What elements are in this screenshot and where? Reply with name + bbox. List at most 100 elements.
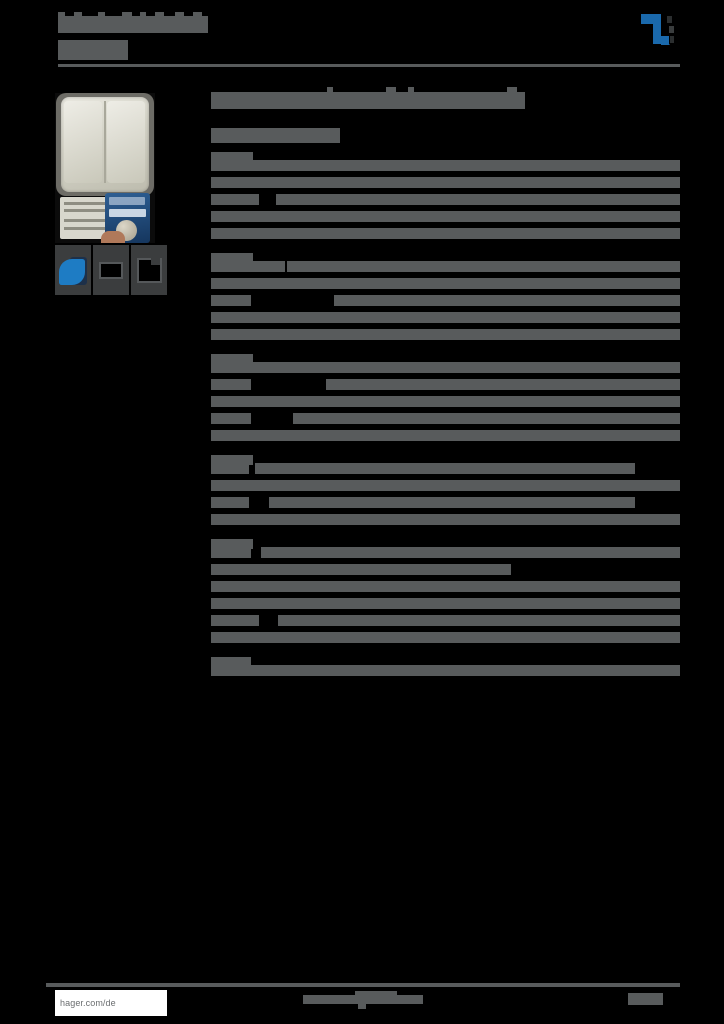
spec-row-label bbox=[211, 598, 274, 609]
section-label bbox=[211, 253, 253, 263]
spec-row-value bbox=[211, 564, 511, 575]
spec-row-label bbox=[211, 261, 285, 272]
footer-divider bbox=[46, 983, 680, 987]
header-title-ascender bbox=[140, 12, 146, 17]
spec-row-label bbox=[211, 632, 274, 643]
page-title bbox=[211, 92, 525, 109]
thumbnail-2[interactable] bbox=[93, 245, 129, 295]
section-label bbox=[211, 455, 253, 465]
spec-row-value bbox=[261, 547, 680, 558]
spec-row-label bbox=[211, 194, 259, 205]
spec-row-label bbox=[211, 362, 274, 373]
battery-brand-label bbox=[109, 209, 146, 217]
spec-row-label bbox=[211, 665, 274, 676]
footer-url-box[interactable]: hager.com/de bbox=[55, 990, 167, 1016]
header-divider bbox=[58, 64, 680, 67]
header-title-ascender bbox=[74, 12, 82, 17]
section-label bbox=[211, 152, 253, 162]
spec-row-label bbox=[211, 430, 274, 441]
spec-row-value bbox=[211, 514, 680, 525]
header-title-ascender bbox=[155, 12, 164, 17]
spec-row-label bbox=[211, 312, 266, 323]
thumbnail-2-shape bbox=[99, 262, 123, 279]
spec-row-value bbox=[326, 379, 680, 390]
label-line bbox=[64, 202, 108, 205]
label-line bbox=[64, 227, 108, 230]
battery-pack-header bbox=[109, 197, 145, 205]
spec-row-label bbox=[211, 228, 274, 239]
spec-row-value bbox=[255, 463, 635, 474]
spec-row-value bbox=[211, 228, 680, 239]
spec-row-label bbox=[211, 480, 249, 491]
label-line bbox=[64, 209, 108, 212]
page-title-ascender bbox=[408, 87, 414, 93]
spec-row-label bbox=[211, 379, 251, 390]
battery-blister-pack bbox=[101, 193, 150, 243]
header-title-ascender bbox=[58, 12, 65, 17]
product-photo bbox=[55, 93, 155, 243]
page-title-ascender bbox=[327, 87, 333, 93]
spec-row-value bbox=[211, 278, 680, 289]
footer-note bbox=[303, 995, 423, 1004]
spec-row-value bbox=[269, 497, 635, 508]
spec-row-label bbox=[211, 278, 251, 289]
spec-row-label bbox=[211, 514, 249, 525]
header-title-ascender bbox=[98, 12, 105, 17]
thumbnail-3-shape bbox=[137, 258, 162, 283]
spec-row-label bbox=[211, 463, 249, 474]
spec-row-value bbox=[287, 261, 680, 272]
spec-row-value bbox=[211, 598, 680, 609]
header-title-line2 bbox=[58, 40, 128, 60]
spec-row-value bbox=[211, 362, 680, 373]
spec-row-label bbox=[211, 329, 274, 340]
spec-row-label bbox=[211, 295, 251, 306]
spec-row-value bbox=[211, 581, 680, 592]
spec-row-value bbox=[211, 396, 680, 407]
label-line bbox=[64, 219, 108, 222]
spec-row-label bbox=[211, 160, 274, 171]
page-title-ascender bbox=[386, 87, 396, 93]
spec-row-label bbox=[211, 497, 249, 508]
spec-row-value bbox=[211, 177, 680, 188]
spec-row-value bbox=[211, 160, 680, 171]
spec-row-label bbox=[211, 177, 274, 188]
footer-note-line2 bbox=[355, 991, 397, 996]
footer-note-descender bbox=[358, 1004, 366, 1009]
header-title-ascender bbox=[193, 12, 202, 17]
section-label bbox=[211, 354, 253, 364]
page-subtitle bbox=[211, 128, 340, 143]
section-label bbox=[211, 657, 251, 667]
spec-row-label bbox=[211, 413, 251, 424]
thumbnail-3-notch bbox=[151, 256, 160, 265]
spec-row-value bbox=[293, 413, 680, 424]
label-strip bbox=[60, 197, 112, 239]
spec-row-value bbox=[211, 480, 680, 491]
page-title-ascender bbox=[507, 87, 517, 93]
spec-row-value bbox=[211, 211, 680, 222]
spec-row-value bbox=[211, 430, 680, 441]
switch-rocker-right bbox=[107, 101, 145, 183]
spec-row-label bbox=[211, 581, 274, 592]
section-label bbox=[211, 539, 253, 549]
spec-row-value bbox=[276, 194, 680, 205]
spec-row-value bbox=[334, 295, 680, 306]
footer-page-number bbox=[628, 993, 663, 1005]
thumbnail-strip bbox=[55, 245, 167, 295]
hager-logo-icon bbox=[637, 12, 681, 52]
spec-row-label bbox=[211, 615, 259, 626]
spec-row-label bbox=[211, 396, 274, 407]
header-title-ascender bbox=[122, 12, 132, 17]
spec-row-value bbox=[211, 312, 680, 323]
switch-split bbox=[104, 101, 106, 183]
spec-row-value bbox=[211, 632, 680, 643]
header-title-ascender bbox=[175, 12, 184, 17]
switch-rocker-left bbox=[64, 101, 102, 183]
spec-row-label bbox=[211, 547, 251, 558]
spec-row-label bbox=[211, 564, 274, 575]
thumbnail-3[interactable] bbox=[131, 245, 167, 295]
spec-row-value bbox=[211, 665, 680, 676]
thumbnail-1[interactable] bbox=[55, 245, 91, 295]
hand bbox=[101, 231, 125, 243]
header-title-line1 bbox=[58, 16, 208, 33]
